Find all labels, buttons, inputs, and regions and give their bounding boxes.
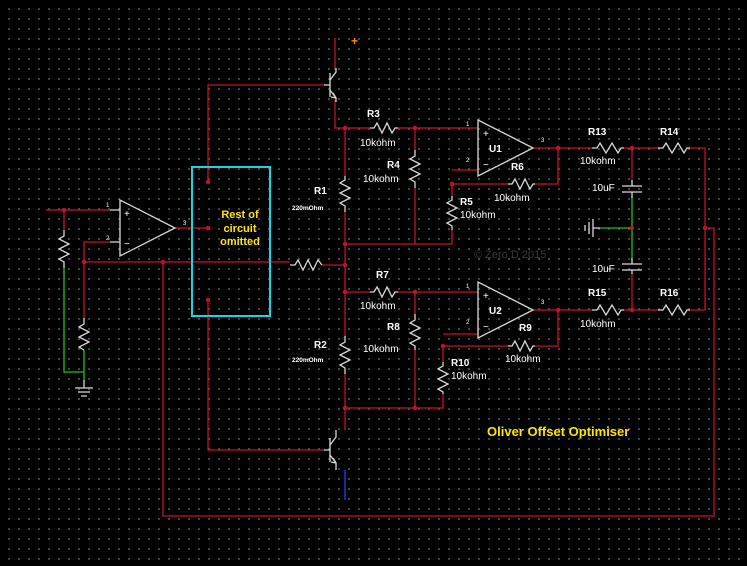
copyright-watermark: © Zero D 2015 xyxy=(474,249,546,261)
r4-value: 10kohm xyxy=(363,174,399,185)
omitted-circuit-box xyxy=(191,166,271,317)
opamp-input-plus: + xyxy=(124,209,130,220)
r8-value: 10kohm xyxy=(363,344,399,355)
opamp-input-minus: − xyxy=(124,239,130,250)
resistors xyxy=(57,121,690,394)
r7-value: 10kohm xyxy=(360,301,396,312)
capacitor-upper xyxy=(622,180,642,198)
supply-plus-label: + xyxy=(351,34,358,48)
ground-symbol-right xyxy=(584,219,600,237)
box-text-line1: Rest of xyxy=(221,209,259,221)
opamp-u2-plus: + xyxy=(483,291,489,302)
opamp-u1: + − U1 1 2 3 xyxy=(466,118,545,178)
opamp-u2: + − U2 1 2 3 xyxy=(466,280,545,340)
opamp-u1-pin2: 2 xyxy=(466,158,470,164)
opamp-input-pin1: 1 xyxy=(106,203,110,209)
opamp-u2-pin1: 1 xyxy=(466,284,470,290)
r3-value: 10kohm xyxy=(360,138,396,149)
opamp-u1-plus: + xyxy=(483,129,489,140)
opamp-input-pin3: 3 xyxy=(183,221,187,227)
opamp-u1-label: U1 xyxy=(489,144,502,155)
r4-ref: R4 xyxy=(387,160,400,171)
junction-dots xyxy=(61,125,708,411)
r5-ref: R5 xyxy=(460,197,473,208)
opamp-input: + − 1 2 3 xyxy=(106,198,187,258)
capacitor-lower xyxy=(622,258,642,274)
r6-ref: R6 xyxy=(511,162,524,173)
opamp-u2-minus: − xyxy=(483,322,489,333)
ground-symbol-left xyxy=(75,380,93,397)
opamp-input-pin2: 2 xyxy=(106,236,110,242)
r13-value: 10kohm xyxy=(580,156,616,167)
box-text-line2: circuit xyxy=(223,223,256,235)
r15-value: 10kohm xyxy=(580,319,616,330)
r16-ref: R16 xyxy=(660,288,679,299)
opamp-u2-pin2: 2 xyxy=(466,320,470,326)
r2-value: 220mOhm xyxy=(292,357,324,364)
r9-ref: R9 xyxy=(519,323,532,334)
cap-upper-value: 10uF xyxy=(592,183,615,194)
r10-value: 10kohm xyxy=(451,371,487,382)
r3-ref: R3 xyxy=(367,109,380,120)
box-text-line3: omitted xyxy=(220,236,260,248)
transistor-upper xyxy=(324,68,337,102)
r15-ref: R15 xyxy=(588,288,607,299)
ground-wires xyxy=(63,198,633,380)
r9-value: 10kohm xyxy=(505,354,541,365)
r10-ref: R10 xyxy=(451,358,470,369)
r13-ref: R13 xyxy=(588,127,607,138)
opamp-u1-minus: − xyxy=(483,160,489,171)
opamp-u2-pin3: 3 xyxy=(541,300,545,306)
opamp-u2-label: U2 xyxy=(489,306,502,317)
r14-ref: R14 xyxy=(660,127,679,138)
r8-ref: R8 xyxy=(387,322,400,333)
r2-ref: R2 xyxy=(314,340,327,351)
r7-ref: R7 xyxy=(376,270,389,281)
transistor-lower xyxy=(324,430,337,470)
r1-ref: R1 xyxy=(314,186,327,197)
opamp-u1-pin1: 1 xyxy=(466,122,470,128)
r1-value: 220mOhm xyxy=(292,205,324,212)
r6-value: 10kohm xyxy=(494,193,530,204)
cap-lower-value: 10uF xyxy=(592,264,615,275)
r5-value: 10kohm xyxy=(460,210,496,221)
opamp-u1-pin3: 3 xyxy=(541,138,545,144)
diagram-title: Oliver Offset Optimiser xyxy=(487,424,629,439)
